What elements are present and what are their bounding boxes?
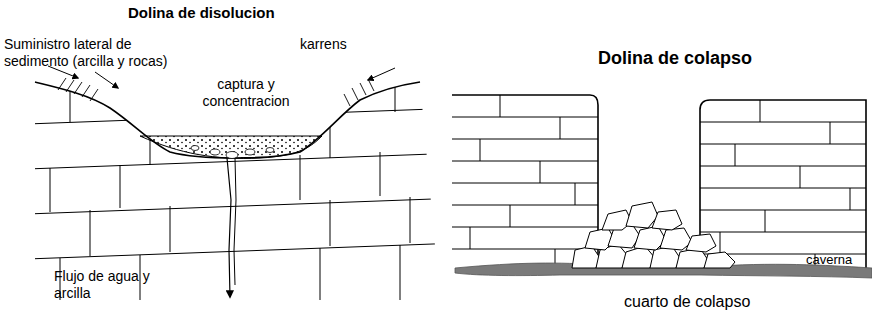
sediment-arrow: [368, 68, 395, 80]
annotation-label: karrens: [300, 36, 380, 53]
joint-lines: [470, 95, 575, 266]
bedding-line: [452, 117, 598, 249]
annotation-label: caverna: [806, 252, 872, 268]
pebbles: [191, 146, 274, 159]
bedding-line: [700, 122, 866, 254]
water-flow-arrow: [227, 158, 231, 297]
bedding-line: [0, 243, 460, 260]
collapse-rubble: [572, 202, 735, 268]
limestone-block: [452, 95, 598, 268]
pebble: [210, 149, 220, 155]
annotation-label: Flujo de agua y arcilla: [54, 268, 184, 302]
pebble: [226, 152, 238, 159]
pebble: [266, 148, 274, 153]
title-label: Dolina de disolucion: [128, 4, 328, 22]
karren-hatch: [344, 79, 374, 106]
fissure-line: [234, 158, 236, 285]
pebble: [245, 149, 255, 155]
rock-block: [704, 252, 735, 268]
bedding-line: [0, 108, 460, 125]
annotation-label: Suministro lateral de sedimento (arcilla…: [4, 36, 190, 70]
limestone-strata: [0, 85, 460, 300]
rock-block: [686, 234, 716, 252]
karren-hatch: [58, 78, 98, 101]
pebble: [191, 146, 199, 151]
block-strata: [700, 100, 866, 268]
title-label: Dolina de colapso: [598, 48, 798, 70]
block-strata: [452, 95, 598, 266]
annotation-label: cuarto de colapso: [624, 292, 824, 311]
sediment-arrow: [95, 72, 118, 88]
rock-block: [652, 210, 682, 230]
joint-lines: [720, 100, 850, 268]
joint-lines: [90, 197, 410, 256]
annotation-label: captura y concentracion: [188, 76, 304, 110]
limestone-block: [700, 100, 866, 270]
sediment-fill: [140, 136, 322, 158]
